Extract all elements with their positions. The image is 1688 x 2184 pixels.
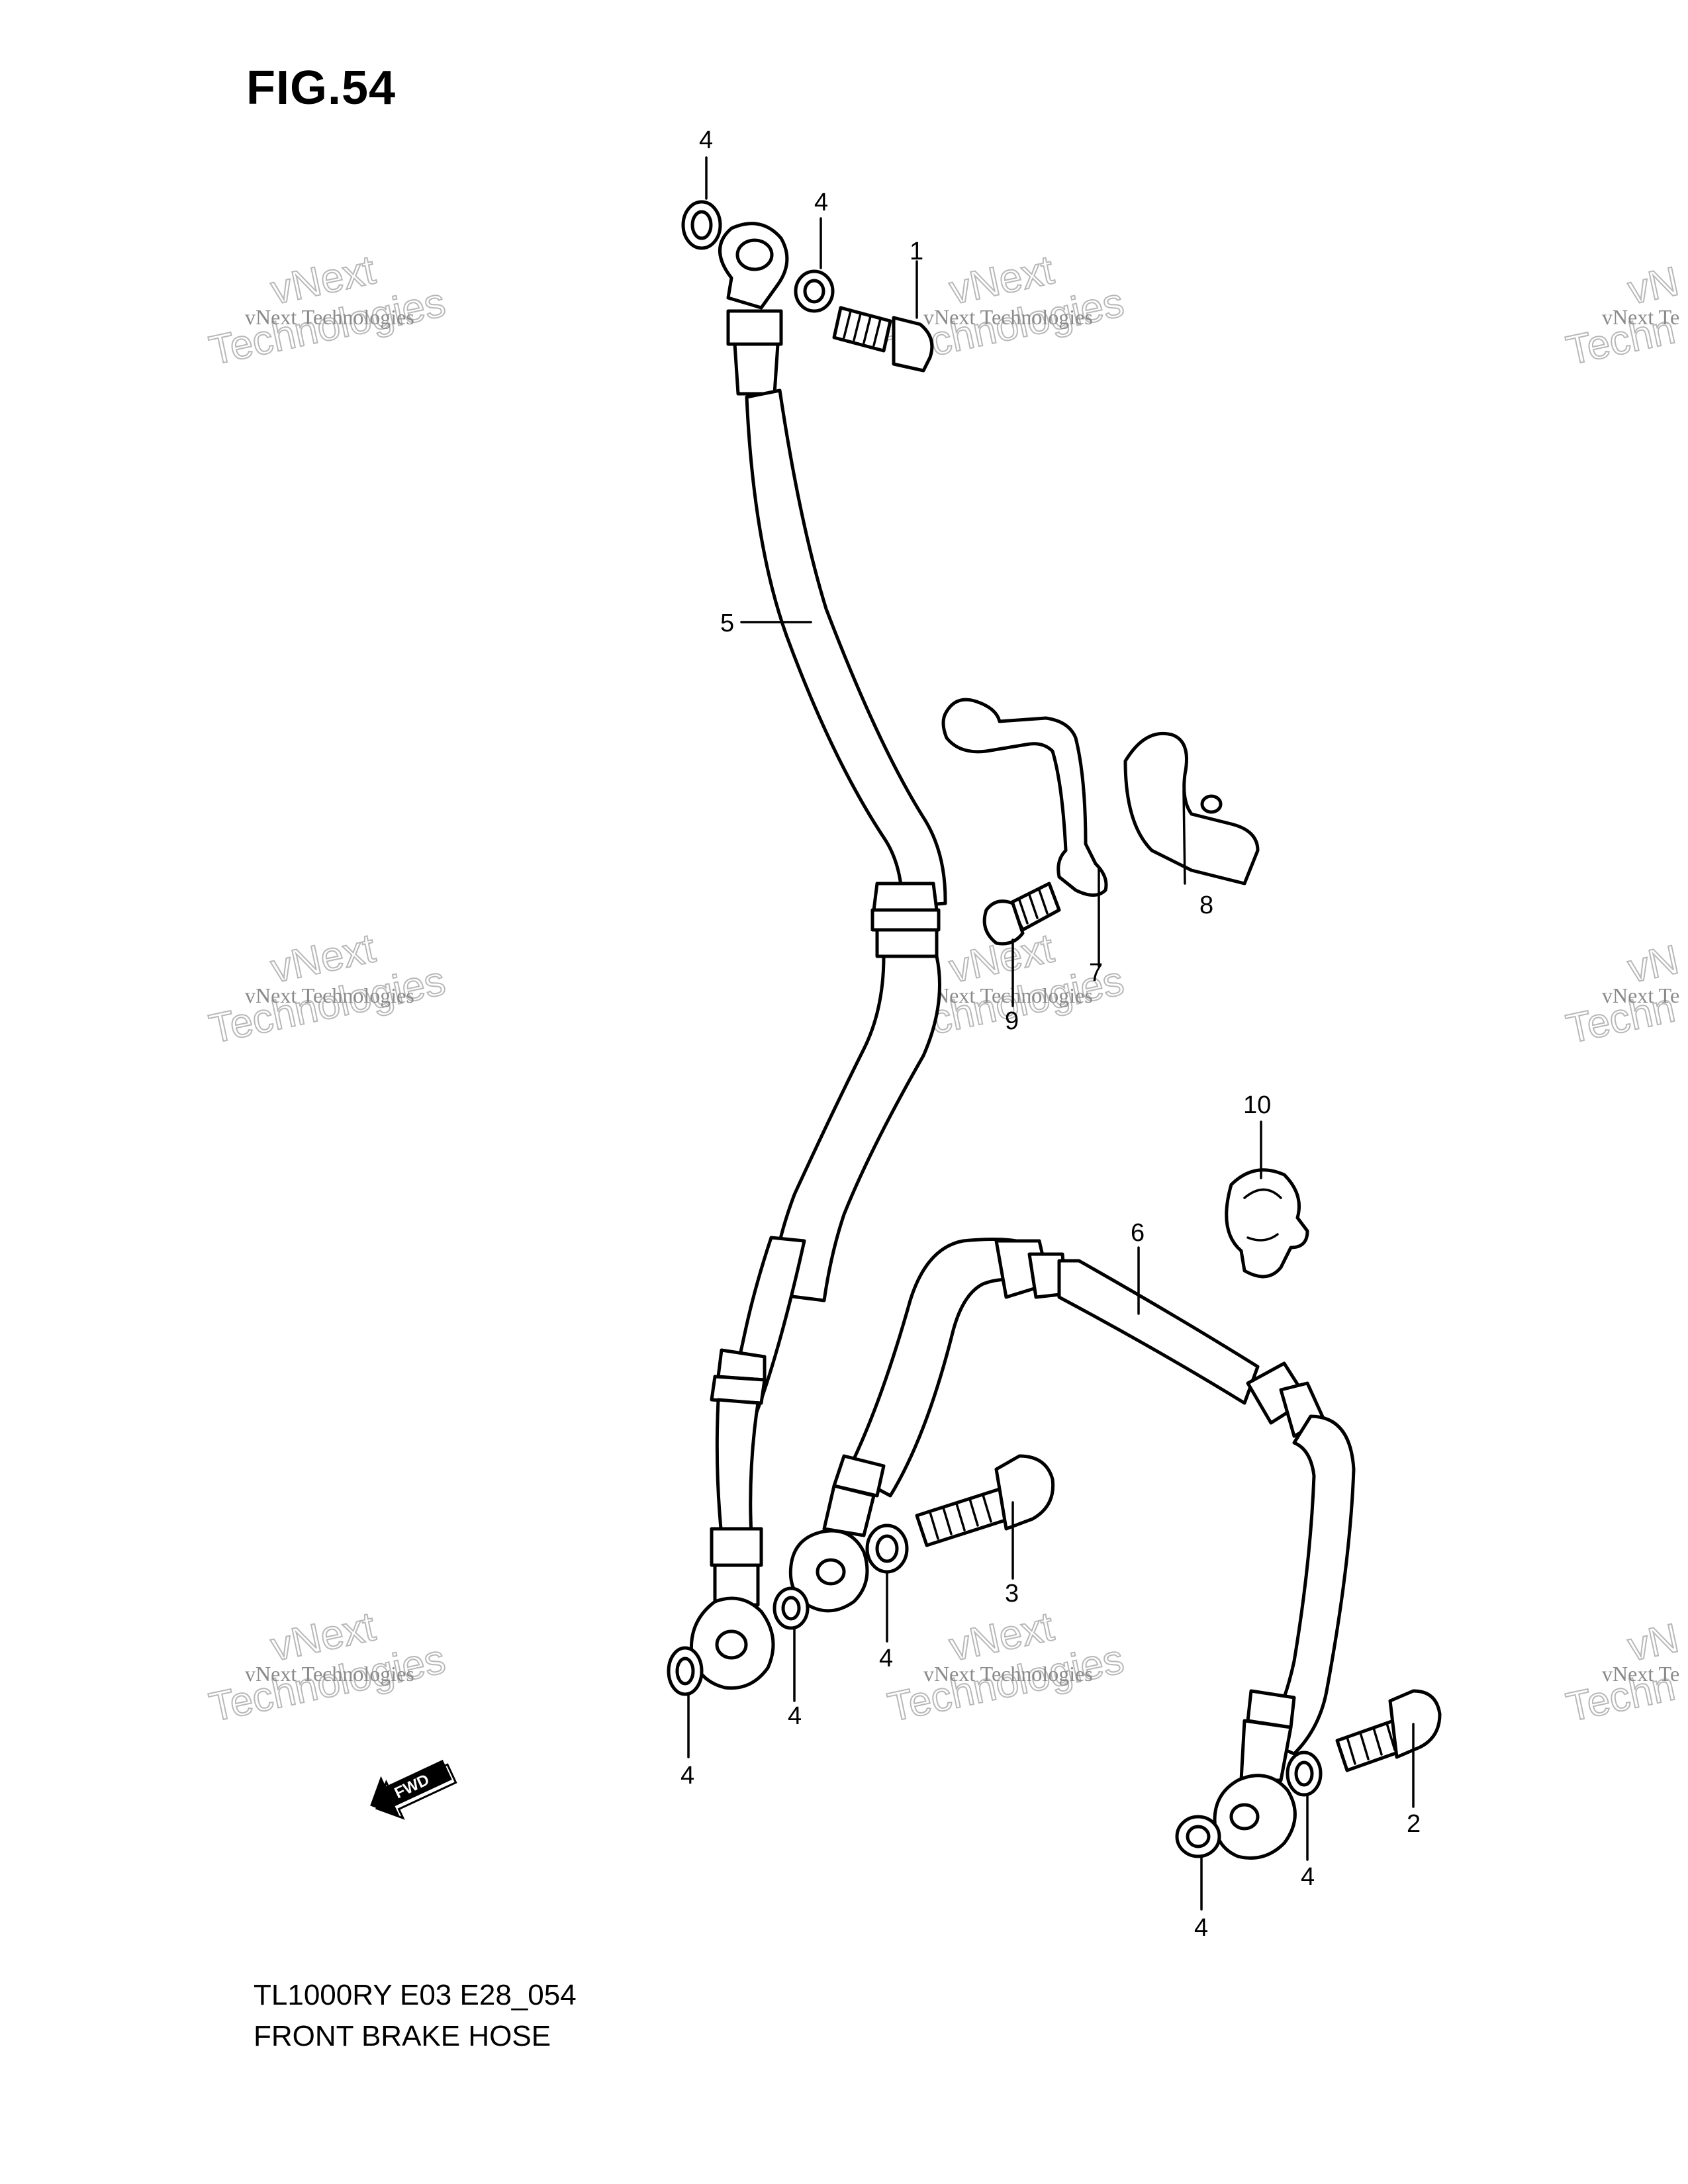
clamp-8 [1123,731,1260,886]
bolt-1-shank [832,306,892,353]
watermark-4: vNext Technologies vNext Technologies [205,925,449,1053]
washer-4-f-hole [1294,1760,1314,1787]
hose-5-fitting-mid-c [875,928,939,958]
washer-4-g-hole [1186,1825,1211,1848]
svg-text:vNext Technologies: vNext Technologies [245,1662,414,1686]
washer-4-d-hole [781,1596,801,1621]
banjo-eye-top-hole [735,238,774,271]
svg-text:vNext Te: vNext Te [1602,983,1679,1007]
bolt-2-head [1388,1689,1442,1759]
leader-lines [687,156,1415,1911]
watermark-1: vNext Technologies vNext Technologies [205,246,449,375]
bracket-7-body [941,698,1108,897]
part-name: FRONT BRAKE HOSE [254,2020,551,2052]
hose-6-crossbar [1057,1259,1260,1405]
callout-3: 3 [1005,1580,1019,1608]
callout-4-bottom: 4 [1194,1914,1208,1942]
fwd-arrow: FWD [370,1760,457,1820]
callout-4-top-right: 4 [814,189,828,216]
brake-hose-lower [788,1238,1356,1860]
hose-6-sleeve-bottom-right [1239,1719,1293,1782]
bolt-1-head [892,316,934,373]
union-bolt-3 [915,1454,1055,1547]
hose-5-sleeve-top [733,342,780,396]
callout-2: 2 [1407,1810,1421,1838]
hose-6-left-riser [845,1238,1021,1498]
clamp-10 [1225,1168,1309,1279]
callout-4-center: 4 [879,1645,893,1672]
union-bolt-2 [1335,1689,1442,1772]
washer-4-c-hole [675,1657,695,1686]
callout-5: 5 [720,610,734,637]
hose-5-body-upper [745,388,947,909]
watermark-7: vNext Technologies vNext Technologies [205,1603,449,1731]
union-bolt-1 [832,306,934,373]
fwd-arrow-shape [370,1760,452,1817]
callout-8: 8 [1199,891,1213,919]
hose-5-fitting-low-b [710,1375,767,1405]
fwd-arrow-shadow [375,1763,457,1820]
hose-6-fitting-left-end [832,1454,886,1498]
brake-hose-upper [689,222,947,1690]
hose-5-fitting-mid-a [872,882,939,912]
hose-guide-bracket-7 [941,698,1108,897]
hose-6-sleeve-left-end [822,1484,876,1537]
callout-6: 6 [1131,1219,1145,1247]
callout-labels: 4 4 1 5 8 7 9 10 6 3 4 4 4 2 4 4 [680,126,1421,1942]
banjo-eye-center-hole [816,1558,846,1586]
clamp-10-body [1225,1168,1309,1279]
clamp-8-hole [1200,794,1223,814]
svg-text:vNext Technologies: vNext Technologies [923,305,1093,329]
watermark-6: vN Techn vNext Te [1562,936,1683,1053]
watermark-3: vN Techn vNext Te [1562,257,1683,375]
watermark-9: vN Techn vNext Te [1562,1614,1683,1731]
callout-4-lower-left: 4 [680,1762,694,1790]
svg-text:vNext Te: vNext Te [1602,305,1679,329]
banjo-eye-bottom-left-hole [715,1629,748,1660]
bolt-1-thread [843,310,882,347]
hose-5-sleeve-bottom [713,1563,760,1607]
washer-4-e-hole [875,1534,899,1563]
callout-4-top-left: 4 [699,126,713,154]
callout-10: 10 [1243,1091,1271,1119]
figure-title: FIG.54 [246,62,397,114]
bolt-9-thread [1018,889,1049,925]
watermark-8: vNext Technologies vNext Technologies [883,1603,1128,1731]
svg-text:vN: vN [1624,1615,1682,1670]
hose-5-fitting-mid-b [870,908,941,932]
washers [667,200,1323,1858]
bolt-3-thread [929,1494,992,1540]
bolt-2-thread [1346,1722,1396,1765]
washer-4-b-hole [803,279,825,304]
callout-1: 1 [910,238,923,265]
svg-text:vN: vN [1624,936,1682,991]
hose-5-fitting-bottom [710,1527,763,1567]
hose-5-fitting-low-a [716,1348,767,1382]
clamp-10-detail [1243,1188,1282,1242]
model-code: TL1000RY E03 E28_054 [254,1979,577,2011]
svg-text:vNext Technologies: vNext Technologies [923,983,1093,1007]
callout-7: 7 [1089,959,1103,987]
svg-text:vNext Te: vNext Te [1602,1662,1679,1686]
svg-text:vNext Technologies: vNext Technologies [245,983,414,1007]
bolt-3-head [994,1454,1055,1531]
svg-text:vN: vN [1624,258,1682,313]
washer-4-a-hole [690,210,713,240]
hose-6-right-drop [1262,1414,1356,1756]
callout-4-lower-mid: 4 [788,1702,802,1730]
callout-9: 9 [1005,1007,1019,1035]
hose-5-body-bottom [715,1398,760,1537]
svg-text:vNext Technologies: vNext Technologies [245,305,414,329]
svg-text:vNext Technologies: vNext Technologies [923,1662,1093,1686]
callout-4-lower-right: 4 [1301,1863,1315,1891]
banjo-eye-bottom-right-hole [1229,1803,1260,1831]
clamp-8-body [1123,731,1260,886]
hose-5-fitting-top [726,309,783,346]
hose-5-body-mid [769,954,941,1302]
